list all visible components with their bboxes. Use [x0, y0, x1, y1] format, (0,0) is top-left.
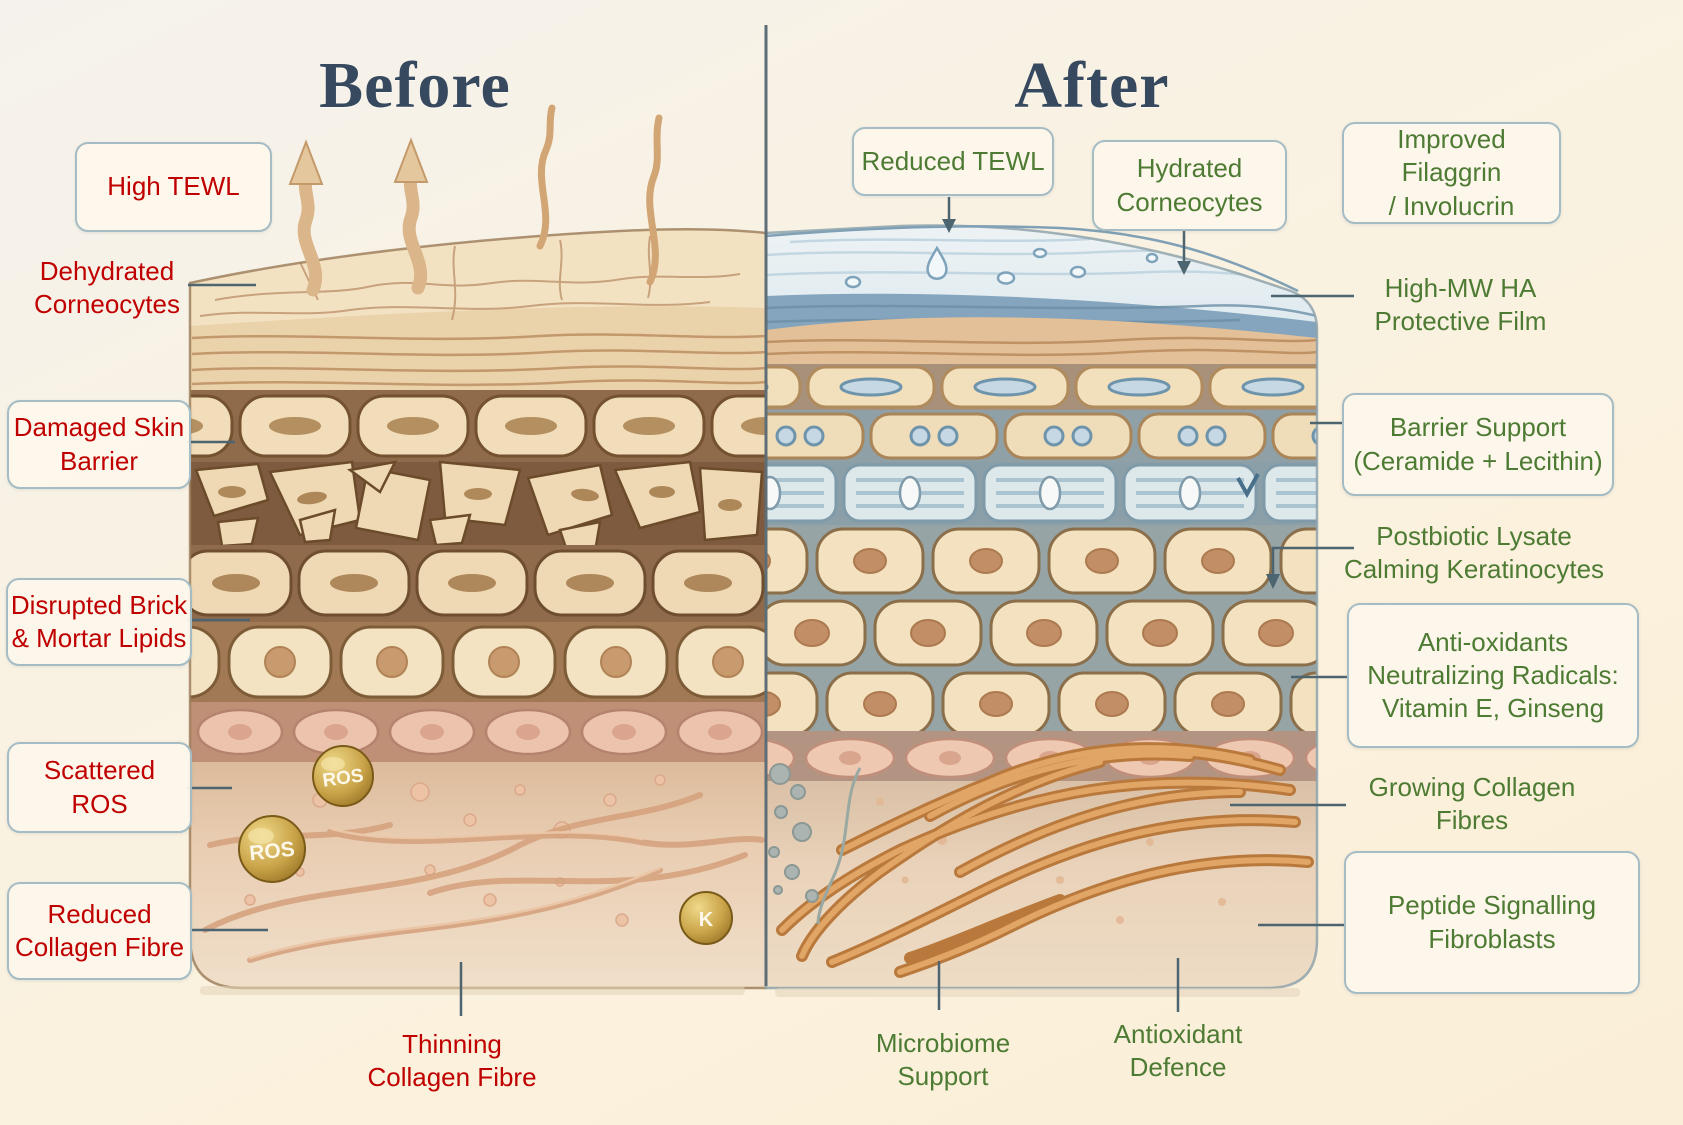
k-sphere-label: K	[699, 909, 714, 931]
label-box-hydrated-corneocytes: Hydrated Corneocytes	[1092, 140, 1287, 231]
before-skin-block: ROS ROS K	[190, 229, 766, 988]
moisture-droplets	[844, 245, 1159, 289]
label-box-filaggrin: Improved Filaggrin / Involucrin	[1342, 122, 1561, 224]
label-box-disrupted-lipids: Disrupted Brick & Mortar Lipids	[6, 578, 192, 666]
label-box-reduced-collagen: Reduced Collagen Fibre	[7, 882, 192, 980]
label-growing-collagen: Growing Collagen Fibres	[1368, 772, 1576, 835]
label-dehydrated-corneocytes: Dehydrated Corneocytes	[34, 256, 180, 319]
label-box-damaged-barrier: Damaged Skin Barrier	[7, 400, 191, 489]
label-postbiotic: Postbiotic Lysate Calming Keratinocytes	[1343, 521, 1605, 584]
label-antioxidant-defence: Antioxidant Defence	[1113, 1019, 1243, 1082]
label-thinning-collagen: Thinning Collagen Fibre	[367, 1029, 537, 1092]
label-box-antioxidants: Anti-oxidants Neutralizing Radicals: Vit…	[1347, 603, 1639, 748]
leader-lines	[187, 197, 1354, 1016]
leader-arrowheads	[942, 219, 1280, 589]
after-title: After	[1014, 49, 1170, 122]
label-microbiome-support: Microbiome Support	[875, 1028, 1011, 1091]
label-box-barrier-support: Barrier Support (Ceramide + Lecithin)	[1342, 393, 1614, 496]
label-box-scattered-ros: Scattered ROS	[7, 742, 192, 833]
checkmark-glyph	[1236, 473, 1260, 499]
before-title: Before	[319, 49, 511, 122]
ros-spheres: ROS ROS K	[238, 745, 733, 945]
tewl-steam-arrows	[288, 137, 429, 297]
label-box-reduced-tewl: Reduced TEWL	[852, 127, 1054, 196]
label-ha-film: High-MW HA Protective Film	[1374, 273, 1547, 336]
label-box-high-tewl: High TEWL	[75, 142, 272, 232]
microbiome-pebbles	[768, 763, 819, 903]
after-skin-block	[766, 225, 1317, 988]
ros-sphere-2-label: ROS	[248, 838, 296, 866]
label-box-peptide-fibroblasts: Peptide Signalling Fibroblasts	[1344, 851, 1640, 994]
hair-strands	[536, 104, 663, 286]
high-tewl-text: High TEWL	[107, 171, 240, 202]
